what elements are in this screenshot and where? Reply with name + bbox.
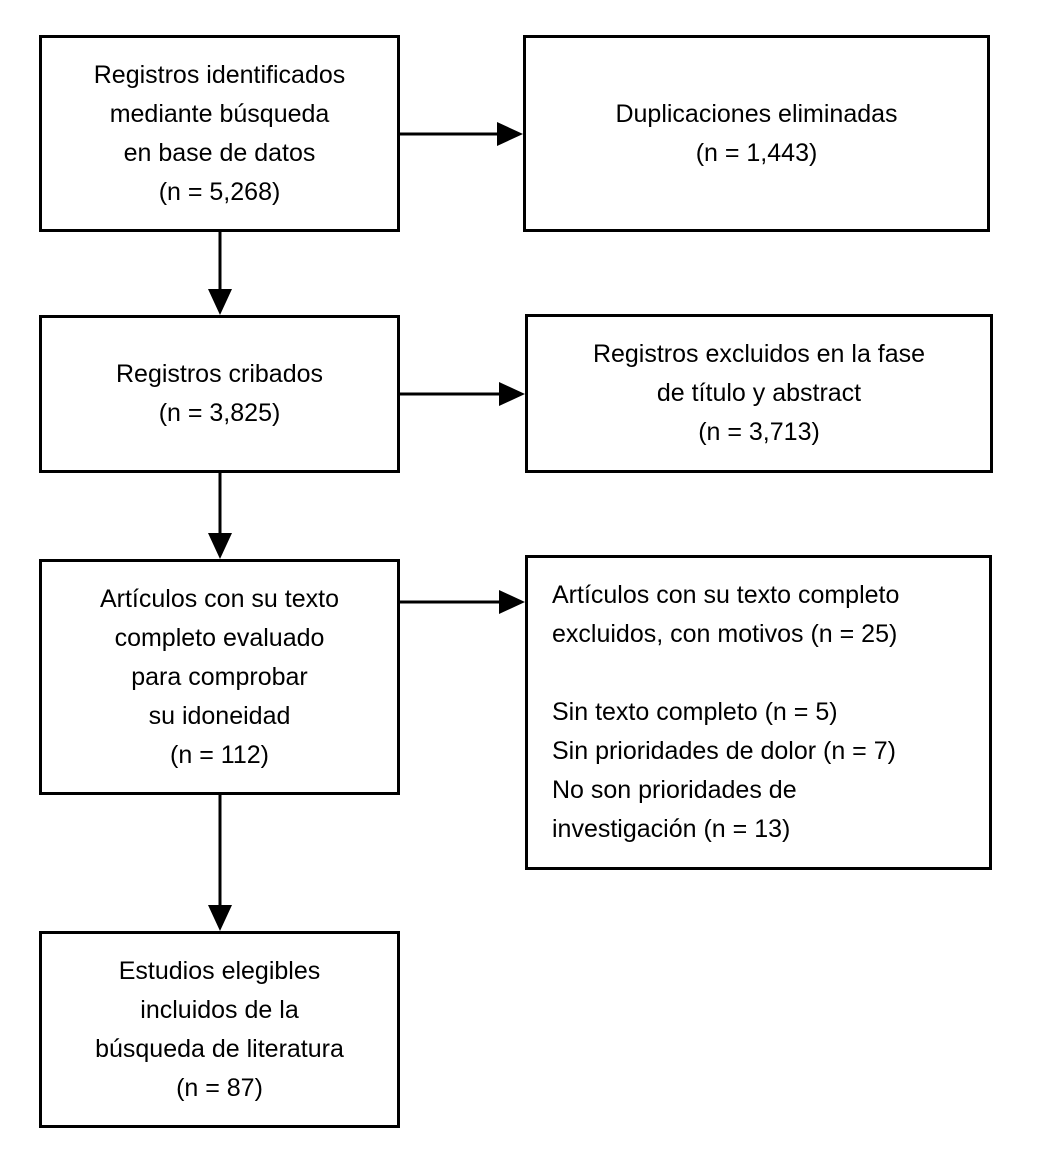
- arrow-stem: [398, 600, 501, 604]
- arrow-fulltext-to-included: [207, 793, 233, 931]
- node-text-line: de título y abstract: [656, 379, 862, 407]
- node-exclusion-reason: Sin prioridades de dolor (n = 7): [552, 737, 896, 765]
- node-fulltext-assessed: Artículos con su texto completo evaluado…: [39, 559, 400, 795]
- node-text-line: Estudios elegibles: [118, 956, 321, 985]
- node-fulltext-excluded: Artículos con su texto completo excluido…: [525, 555, 992, 870]
- node-text-line: Registros identificados: [93, 60, 346, 89]
- node-count: (n = 1,443): [695, 138, 818, 167]
- arrow-head: [497, 122, 523, 146]
- node-studies-included: Estudios elegibles incluidos de la búsqu…: [39, 931, 400, 1128]
- node-text-line: Artículos con su texto completo: [552, 581, 900, 609]
- node-exclusion-reason: Sin texto completo (n = 5): [552, 698, 838, 726]
- node-blank-line: [552, 654, 559, 693]
- arrow-identified-to-screened: [207, 230, 233, 315]
- node-text-line: Registros cribados: [115, 360, 324, 388]
- arrow-head: [208, 533, 232, 559]
- node-count: (n = 3,825): [158, 399, 281, 427]
- node-text-line: Duplicaciones eliminadas: [615, 99, 898, 128]
- arrow-stem: [218, 793, 222, 907]
- arrow-identified-to-duplicates: [398, 121, 523, 147]
- node-duplicates-removed: Duplicaciones eliminadas (n = 1,443): [523, 35, 990, 232]
- node-text-line: para comprobar: [131, 662, 308, 691]
- node-excluded-title-abstract: Registros excluidos en la fase de título…: [525, 314, 993, 473]
- arrow-head: [208, 905, 232, 931]
- node-text-line: mediante búsqueda: [109, 99, 330, 128]
- node-text-line: su idoneidad: [148, 701, 291, 730]
- arrow-stem: [218, 230, 222, 291]
- node-text-line: incluidos de la: [140, 995, 299, 1024]
- arrow-stem: [218, 471, 222, 535]
- arrow-fulltext-to-excluded: [398, 589, 525, 615]
- node-text-line: Artículos con su texto: [99, 584, 339, 613]
- node-text-line: completo evaluado: [114, 623, 325, 652]
- node-text-line: Registros excluidos en la fase: [592, 340, 926, 368]
- node-exclusion-reason: No son prioridades de: [552, 776, 797, 804]
- arrow-head: [499, 382, 525, 406]
- node-text-line: en base de datos: [123, 138, 316, 167]
- node-text-line: búsqueda de literatura: [95, 1034, 344, 1063]
- node-count: (n = 3,713): [698, 418, 820, 446]
- node-count: (n = 112): [170, 740, 269, 769]
- arrow-stem: [398, 392, 501, 396]
- node-count: (n = 5,268): [158, 177, 281, 206]
- arrow-screened-to-fulltext: [207, 471, 233, 559]
- arrow-head: [208, 289, 232, 315]
- arrow-stem: [398, 132, 499, 136]
- arrow-screened-to-excluded: [398, 381, 525, 407]
- node-count: (n = 87): [176, 1073, 263, 1102]
- arrow-head: [499, 590, 525, 614]
- node-records-screened: Registros cribados (n = 3,825): [39, 315, 400, 473]
- node-exclusion-reason: investigación (n = 13): [552, 815, 791, 843]
- node-text-line: excluidos, con motivos (n = 25): [552, 620, 898, 648]
- node-records-identified: Registros identificados mediante búsqued…: [39, 35, 400, 232]
